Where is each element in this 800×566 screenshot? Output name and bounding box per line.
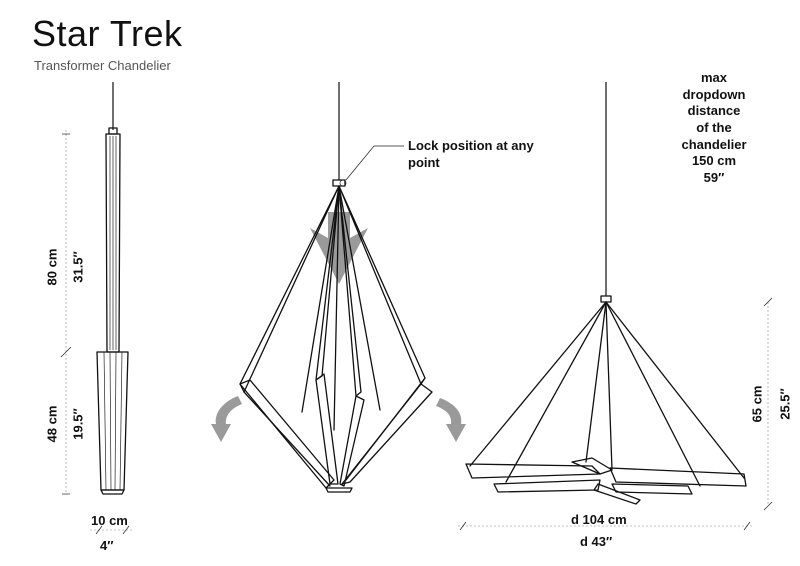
lower-height-in-label: 19.5″ xyxy=(70,408,86,440)
upper-height-in-label: 31.5″ xyxy=(70,251,86,283)
page-subtitle: Transformer Chandelier xyxy=(34,58,171,73)
diameter-cm-label: d 104 cm xyxy=(571,512,627,527)
page-title: Star Trek xyxy=(32,13,183,54)
max-dropdown-line: dropdown xyxy=(682,86,746,102)
max-dropdown-line: 150 cm xyxy=(691,153,737,169)
lock-position-note: Lock position at any point xyxy=(408,138,534,170)
open-height-in-label: 25.5″ xyxy=(777,388,793,420)
max-dropdown-note: max dropdown distance of the chandelier … xyxy=(652,70,776,186)
transforming-view xyxy=(211,82,466,493)
width-in-label: 4″ xyxy=(100,538,114,553)
lower-height-cm-label: 48 cm xyxy=(44,405,60,443)
down-arrow-icon xyxy=(310,212,368,284)
max-dropdown-line: chandelier xyxy=(681,136,747,152)
lock-leader-line xyxy=(345,145,404,181)
upper-height-cm-label: 80 cm xyxy=(44,248,60,286)
curved-arrow-right-icon xyxy=(436,398,466,442)
diameter-in-label: d 43″ xyxy=(580,534,613,549)
max-dropdown-line: distance xyxy=(687,103,741,119)
max-dropdown-line: max xyxy=(700,70,728,85)
open-height-cm-label: 65 cm xyxy=(749,385,765,423)
width-cm-label: 10 cm xyxy=(91,513,128,528)
max-dropdown-line: of the xyxy=(696,119,732,135)
max-dropdown-line: 59″ xyxy=(703,169,725,185)
curved-arrow-left-icon xyxy=(211,396,242,442)
collapsed-view xyxy=(60,82,132,535)
open-view xyxy=(458,82,773,531)
